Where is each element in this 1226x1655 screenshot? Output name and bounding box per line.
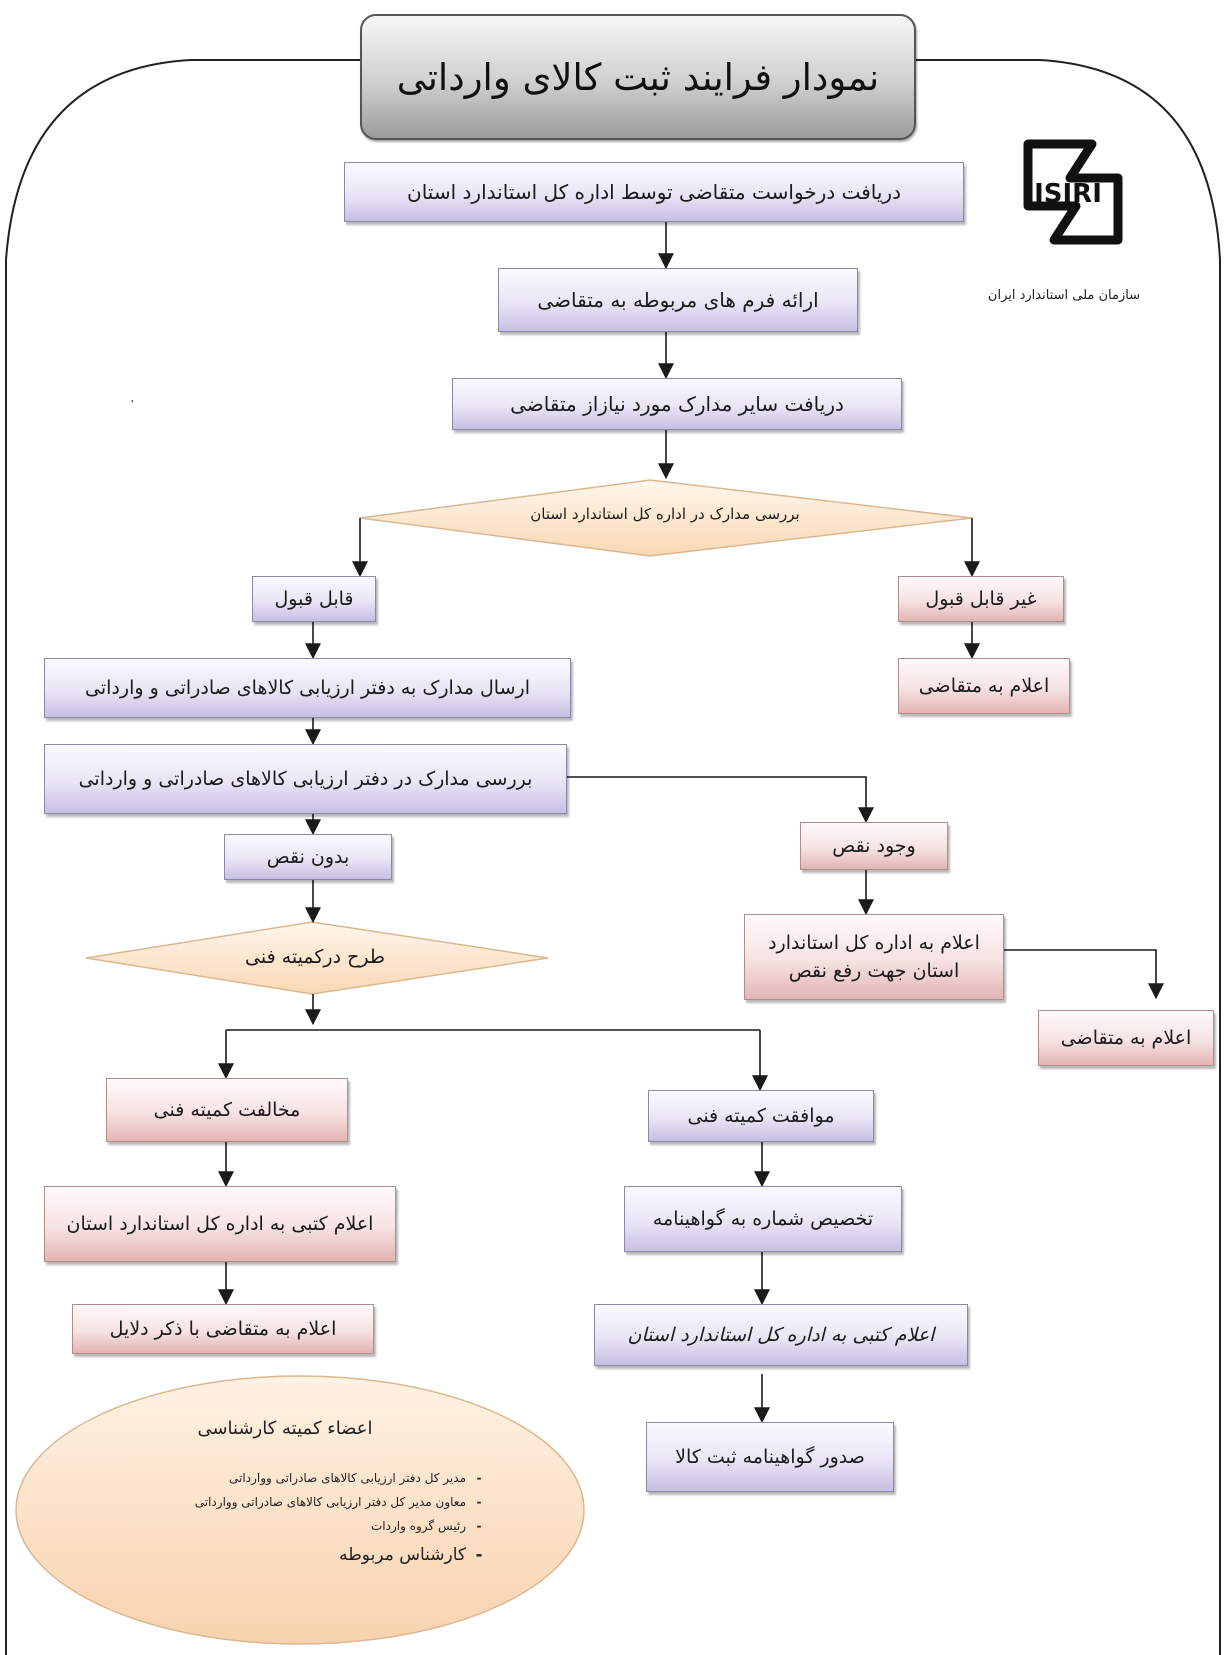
step-not-acceptable: غیر قابل قبول bbox=[898, 576, 1064, 622]
step-notify-applicant-1: اعلام به متقاضی bbox=[898, 658, 1070, 714]
committee-members-list: مدیر کل دفتر ارزیابی کالاهای صادراتی ووا… bbox=[112, 1466, 492, 1572]
decision-review-province-label: بررسی مدارک در اداره کل استاندارد استان bbox=[530, 505, 800, 523]
step-has-defect: وجود نقص bbox=[800, 822, 948, 870]
organization-name: سازمان ملی استاندارد ایران bbox=[987, 288, 1141, 303]
logo-text: ISIRI bbox=[1034, 179, 1102, 209]
isiri-logo-icon: ISIRI bbox=[1023, 139, 1123, 245]
stray-dot: . bbox=[130, 390, 135, 406]
step-notify-applicant-2: اعلام به متقاضی bbox=[1038, 1010, 1214, 1066]
notify-province-fix-line1: اعلام به اداره کل استاندارد bbox=[768, 931, 980, 954]
step-no-defect: بدون نقص bbox=[224, 834, 392, 880]
notify-province-fix-line2: استان جهت رفع نقص bbox=[788, 960, 960, 982]
step-send-docs: ارسال مدارک به دفتر ارزیابی کالاهای صادر… bbox=[44, 658, 571, 718]
step-notify-province-fix: اعلام به اداره کل استاندارد استان جهت رف… bbox=[744, 914, 1004, 1000]
decision-technical-committee-label: طرح درکمیته فنی bbox=[245, 946, 385, 968]
page-title: نمودار فرایند ثبت کالای وارداتی bbox=[360, 14, 916, 140]
step-provide-forms: ارائه فرم های مربوطه به متقاضی bbox=[498, 268, 858, 332]
step-committee-approve: موافقت کمیته فنی bbox=[648, 1090, 874, 1142]
committee-members-title: اعضاء کمیته کارشناسی bbox=[197, 1418, 373, 1439]
step-review-docs-office: بررسی مدارک در دفتر ارزیابی کالاهای صادر… bbox=[44, 744, 567, 814]
committee-member-item: معاون مدیر کل دفتر ارزیابی کالاهای صادرا… bbox=[112, 1490, 492, 1514]
committee-member-item: رئیس گروه واردات bbox=[112, 1514, 492, 1538]
step-receive-docs: دریافت سایر مدارک مورد نیازاز متقاضی bbox=[452, 378, 902, 430]
step-issue-certificate: صدور گواهینامه ثبت کالا bbox=[646, 1422, 894, 1492]
step-notify-applicant-reasons: اعلام به متقاضی با ذکر دلایل bbox=[72, 1304, 374, 1354]
step-notify-province-written: اعلام کتبی به اداره کل استاندارد استان bbox=[44, 1186, 396, 1262]
step-acceptable: قابل قبول bbox=[252, 576, 376, 622]
step-committee-reject: مخالفت کمیته فنی bbox=[106, 1078, 348, 1142]
step-receive-request: دریافت درخواست متقاضی توسط اداره کل استا… bbox=[344, 162, 964, 222]
committee-member-item: کارشناس مربوطه bbox=[112, 1538, 492, 1572]
step-assign-number: تخصیص شماره به گواهینامه bbox=[624, 1186, 902, 1252]
step-notify-province-written-2: اعلام کتبی به اداره کل استاندارد استان bbox=[594, 1304, 968, 1366]
committee-member-item: مدیر کل دفتر ارزیابی کالاهای صادراتی ووا… bbox=[112, 1466, 492, 1490]
